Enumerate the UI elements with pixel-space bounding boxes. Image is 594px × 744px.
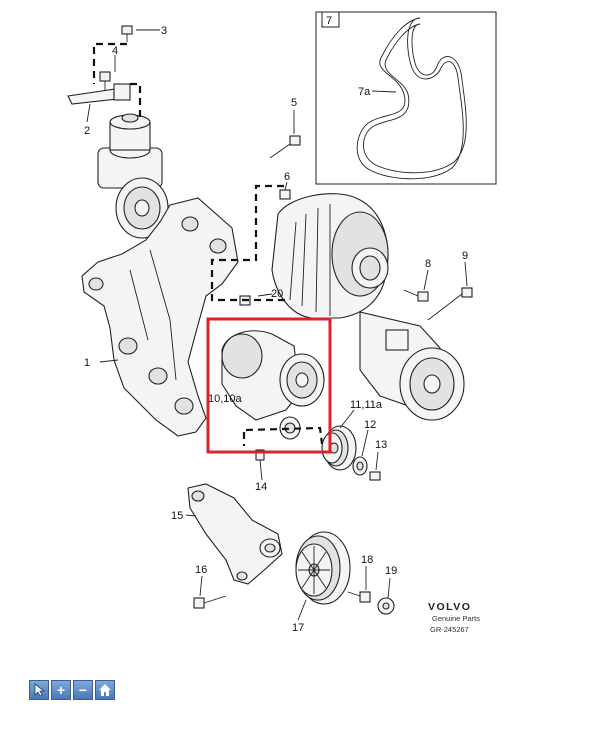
callout-16: 16 — [195, 564, 207, 576]
home-icon — [99, 684, 111, 696]
plus-icon: + — [56, 682, 66, 698]
leader-lines — [86, 29, 468, 621]
bolt-8 — [403, 289, 429, 302]
belt-inset — [315, 11, 497, 185]
zoom-in-button[interactable]: + — [51, 680, 71, 700]
bolt-4 — [99, 71, 111, 92]
power-steering-pump — [97, 113, 169, 239]
bolt-5 — [269, 135, 301, 159]
callout-4: 4 — [112, 45, 118, 57]
nut-19 — [377, 597, 395, 615]
callout-5: 5 — [291, 97, 297, 109]
bolt-16 — [193, 595, 227, 609]
callout-1: 1 — [84, 357, 90, 369]
brand-block: VOLVO Genuine Parts GR-245267 — [428, 601, 480, 634]
idler-pulley-17 — [295, 531, 351, 605]
assembly-lines — [92, 42, 324, 446]
callout-12: 12 — [364, 419, 376, 431]
bolt-13 — [369, 471, 381, 481]
zoom-out-button[interactable]: − — [73, 680, 93, 700]
cursor-icon — [34, 683, 45, 697]
washer-12 — [352, 456, 368, 476]
brand-name: VOLVO — [428, 601, 471, 613]
callout-labels: 1 2 3 4 5 6 7 7a 8 9 10,10a 11,11a 12 13… — [84, 15, 468, 634]
lower-bracket — [187, 483, 283, 585]
callout-3: 3 — [161, 25, 167, 37]
callout-7a: 7a — [358, 86, 371, 98]
callout-2: 2 — [84, 125, 90, 137]
callout-7: 7 — [326, 15, 332, 27]
callout-10: 10,10a — [208, 393, 243, 405]
bolt-18 — [347, 591, 371, 603]
ac-compressor — [359, 311, 465, 421]
bolt-3 — [121, 25, 133, 42]
belt-tensioner — [221, 330, 325, 440]
idler-pulley-11 — [321, 425, 357, 471]
callout-6: 6 — [284, 171, 290, 183]
callout-18: 18 — [361, 554, 373, 566]
zoom-toolbar: + − — [29, 680, 115, 700]
callout-15: 15 — [171, 510, 183, 522]
strut-2 — [67, 83, 131, 105]
callout-19: 19 — [385, 565, 397, 577]
callout-20: 20 — [271, 288, 283, 300]
alternator — [271, 193, 389, 319]
highlight-box — [206, 317, 332, 454]
callout-14: 14 — [255, 481, 267, 493]
pointer-button[interactable] — [29, 680, 49, 700]
callout-8: 8 — [425, 258, 431, 270]
mounting-bracket — [81, 197, 239, 437]
brand-subtitle: Genuine Parts — [432, 614, 480, 623]
drive-belt — [356, 17, 464, 180]
minus-icon: − — [78, 682, 88, 698]
diagram-code: GR-245267 — [430, 625, 469, 634]
home-button[interactable] — [95, 680, 115, 700]
callout-11: 11,11a — [350, 399, 383, 411]
bolt-6 — [279, 189, 291, 200]
callout-9: 9 — [462, 250, 468, 262]
bolt-9 — [427, 287, 473, 321]
callout-17: 17 — [292, 622, 304, 634]
callout-13: 13 — [375, 439, 387, 451]
